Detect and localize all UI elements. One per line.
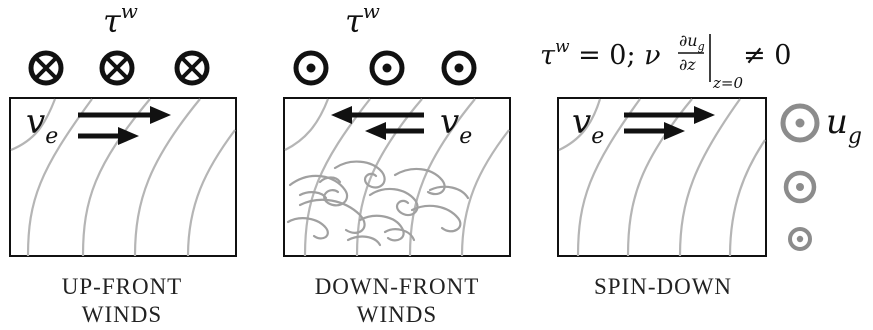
stress-out-of-page-icon-1	[293, 50, 329, 86]
caption-down-front-line1: DOWN-FRONT	[315, 274, 480, 299]
panel-down-front: τw	[283, 0, 511, 327]
velocity-arrow-long-down-front	[331, 106, 424, 124]
eq-neq-zero: ≠ 0	[743, 40, 791, 71]
eq-stress-sup: w	[555, 37, 570, 57]
ocean-section-box-up-front	[9, 97, 237, 257]
eq-eval-sub: z=0	[712, 74, 743, 92]
velocity-label-spin-down: ve	[572, 102, 604, 149]
eq-frac-num: ∂u	[679, 31, 698, 50]
spin-down-condition-equation: τw = 0; ν ∂ug ∂z z=0 ≠ 0	[540, 31, 791, 92]
velocity-arrow-long-spin-down	[624, 106, 715, 124]
stress-label-up-front: τw	[103, 0, 138, 40]
velocity-arrow-long-up-front	[78, 106, 171, 124]
geostrophic-out-of-page-icon-medium	[783, 170, 817, 204]
stress-out-of-page-icon-3	[441, 50, 477, 86]
geostrophic-velocity-label: ug	[826, 102, 862, 149]
isopycnal-contours-down-front	[284, 98, 510, 257]
stress-out-of-page-icon-2	[369, 50, 405, 86]
stress-into-page-icon-1	[28, 50, 64, 86]
eq-equals-zero: = 0;	[570, 40, 645, 71]
velocity-arrow-short-spin-down	[624, 122, 685, 140]
geostrophic-out-of-page-icon-large	[780, 103, 820, 143]
eq-frac-den: ∂z	[679, 55, 696, 74]
stress-into-page-icon-3	[174, 50, 210, 86]
svg-text:∂ug: ∂ug	[679, 31, 705, 53]
ocean-section-box-down-front	[283, 97, 511, 257]
eq-stress: τ	[540, 40, 556, 71]
panel-up-front: τw ve	[9, 0, 237, 327]
caption-up-front-line1: UP-FRONT	[62, 274, 182, 299]
velocity-label-up-front: ve	[26, 102, 58, 149]
stress-into-page-icon-2	[99, 50, 135, 86]
eq-frac-num-sub: g	[698, 40, 705, 53]
ocean-section-box-spin-down	[557, 97, 767, 257]
caption-up-front-line2: WINDS	[82, 302, 162, 327]
eq-nu: ν	[644, 40, 660, 71]
velocity-arrow-short-down-front	[365, 122, 424, 140]
velocity-arrow-short-up-front	[78, 127, 139, 145]
velocity-label-down-front: ve	[440, 102, 472, 149]
svg-text:τw = 0; ν: τw = 0; ν	[540, 37, 661, 71]
turbulence-eddies	[286, 160, 470, 247]
caption-spin-down-line1: SPIN-DOWN	[594, 274, 732, 299]
isopycnal-contours-up-front	[10, 98, 236, 257]
stress-label-down-front: τw	[345, 0, 380, 40]
caption-down-front-line2: WINDS	[357, 302, 437, 327]
geostrophic-out-of-page-icon-small	[788, 227, 812, 251]
isopycnal-contours-spin-down	[558, 98, 766, 257]
panel-spin-down: τw = 0; ν ∂ug ∂z z=0 ≠ 0 ve	[540, 31, 862, 299]
